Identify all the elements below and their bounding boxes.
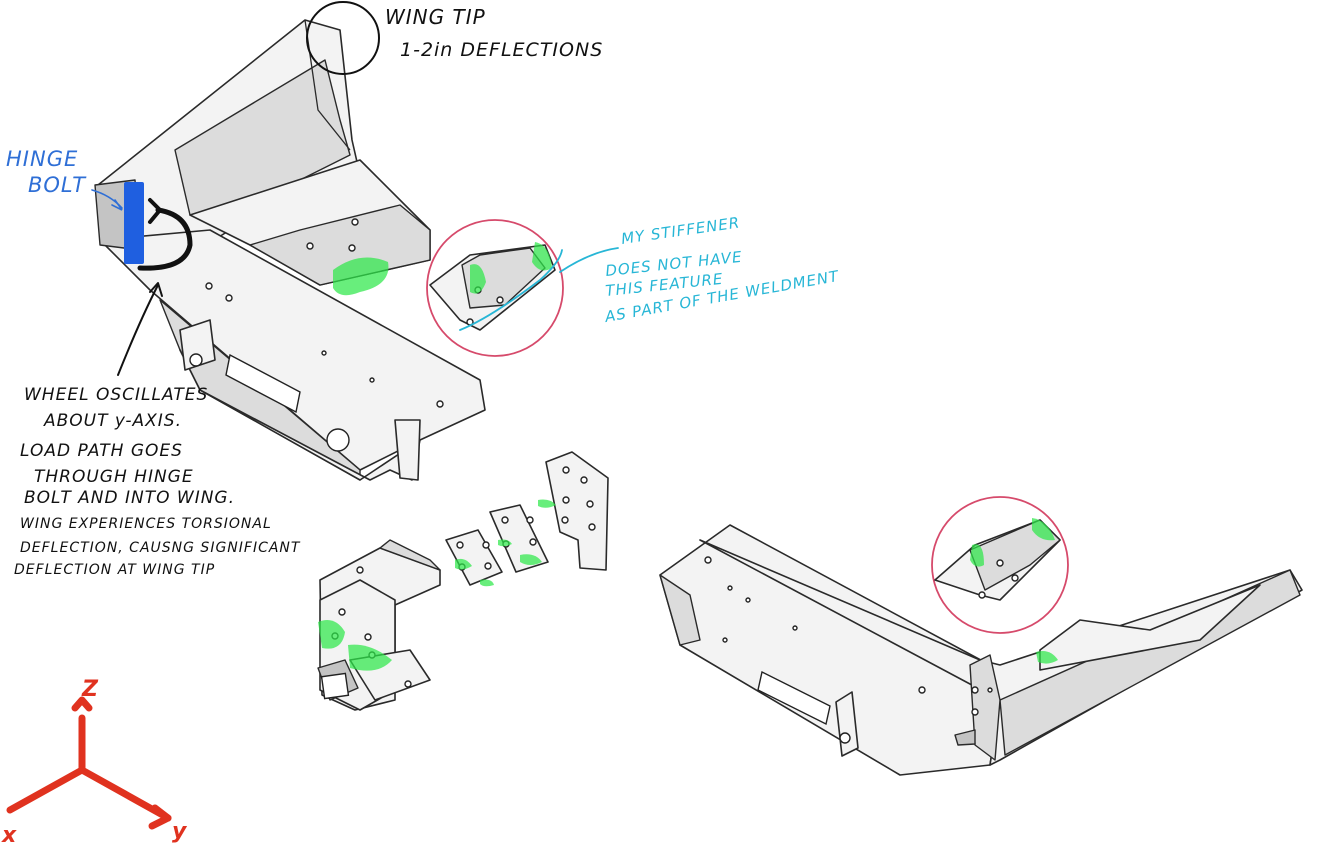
axis-labels: Z x y	[1, 677, 188, 848]
hinge-bolt-note: HINGE BOLT	[6, 147, 87, 197]
wing-tip-label: WING TIP	[385, 5, 486, 29]
load-path-note: WHEEL OSCILLATES ABOUT y-AXIS. LOAD PATH…	[14, 385, 301, 578]
hitch-bracket	[317, 539, 441, 711]
spacer-plate-1	[445, 529, 503, 587]
load-path-line-5: BOLT AND INTO WING.	[24, 488, 235, 508]
load-path-line-8: DEFLECTION AT WING TIP	[14, 562, 215, 578]
detail-circle-lower	[931, 496, 1069, 634]
wing-tip-note: WING TIP 1-2in DEFLECTIONS	[385, 5, 603, 61]
load-path-line-2: ABOUT y-AXIS.	[43, 411, 182, 431]
right-wing-assembly	[659, 524, 1303, 776]
load-path-line-6: WING EXPERIENCES TORSIONAL	[20, 516, 272, 532]
hinge-bolt-marker	[124, 182, 144, 264]
spacer-plate-2	[489, 504, 549, 573]
load-path-leader	[117, 284, 159, 376]
bolt-label: BOLT	[28, 173, 87, 197]
axis-y-label: y	[172, 819, 188, 844]
load-path-line-1: WHEEL OSCILLATES	[24, 385, 208, 405]
stiffener-note-line-1: MY STIFFENER	[620, 213, 741, 248]
left-wing-assembly	[94, 19, 486, 481]
load-path-line-3: LOAD PATH GOES	[20, 441, 183, 461]
load-path-line-4: THROUGH HINGE	[34, 467, 194, 487]
axis-x-label: x	[1, 823, 17, 848]
wing-tip-deflection-label: 1-2in DEFLECTIONS	[400, 39, 603, 61]
stiffener-note: MY STIFFENER DOES NOT HAVE THIS FEATURE …	[603, 213, 842, 326]
hinge-label: HINGE	[6, 147, 78, 171]
upright-bracket	[538, 451, 609, 571]
detail-circle-upper	[426, 219, 564, 357]
load-path-line-7: DEFLECTION, CAUSNG SIGNIFICANT	[20, 540, 301, 556]
axis-z-label: Z	[81, 677, 99, 702]
axis-triad	[6, 696, 172, 830]
wing-tip-circle	[306, 1, 380, 75]
